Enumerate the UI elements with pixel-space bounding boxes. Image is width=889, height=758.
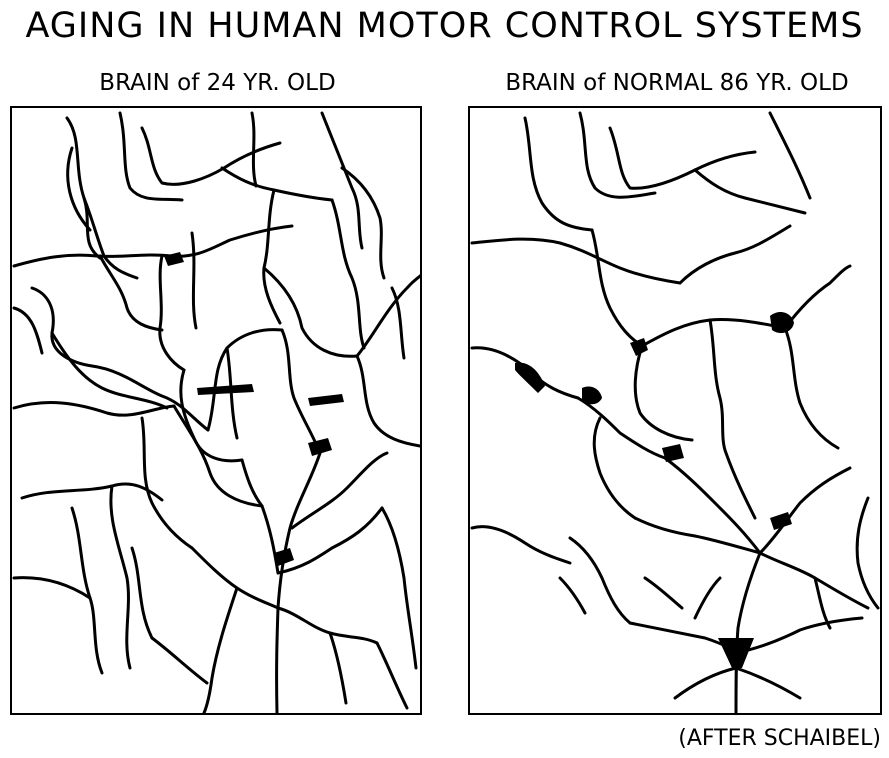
dendrite: [14, 578, 90, 598]
attribution-credit: (AFTER SCHAIBEL): [678, 726, 881, 751]
dendrite: [132, 548, 152, 638]
dendrite: [262, 506, 278, 573]
dendrite: [264, 190, 280, 323]
dendrite: [578, 398, 665, 458]
dendrite: [760, 468, 850, 553]
young-brain-panel: [10, 106, 422, 715]
dendrite: [192, 548, 278, 608]
dendrite: [770, 113, 810, 198]
dendrite: [645, 578, 682, 608]
soma: [582, 386, 602, 404]
dendrite: [277, 453, 320, 713]
dendrite: [264, 268, 357, 356]
soma: [770, 312, 794, 333]
dendrite: [14, 308, 42, 353]
dendrite: [736, 618, 862, 653]
dendrite: [635, 518, 760, 553]
dendrite: [204, 588, 237, 713]
dendrite: [282, 330, 320, 453]
young-brain-label: BRAIN of 24 YR. OLD: [10, 70, 425, 96]
old-brain-panel: [468, 106, 882, 715]
dendrite: [330, 633, 346, 703]
dendrite: [610, 128, 755, 188]
soma: [308, 394, 344, 406]
dendrite: [142, 418, 192, 548]
dendrite: [142, 128, 280, 184]
dendrite: [726, 453, 755, 518]
dendrite: [342, 168, 384, 278]
figure-title: AGING IN HUMAN MOTOR CONTROL SYSTEMS: [0, 6, 889, 46]
dendrite: [857, 498, 878, 608]
dendrite: [680, 226, 790, 283]
dendrite: [525, 118, 592, 230]
dendrite: [635, 346, 692, 440]
dendrite: [736, 668, 800, 698]
dendrite: [242, 460, 262, 506]
dendrite: [710, 320, 726, 453]
dendrite: [695, 170, 805, 213]
dendrite: [594, 418, 635, 518]
dendrite: [252, 113, 256, 186]
dendrite: [208, 330, 282, 430]
soma: [308, 438, 332, 456]
dendrite: [100, 256, 162, 330]
dendrite: [357, 276, 420, 356]
dendrite: [785, 266, 850, 328]
dendrite: [472, 527, 570, 563]
dendrite: [592, 230, 642, 346]
dendrite: [22, 484, 162, 500]
dendrite: [560, 578, 585, 613]
dendrite: [570, 538, 630, 623]
dendrite: [675, 668, 736, 698]
dendrite: [160, 256, 184, 370]
young-dendrite-drawing: [12, 108, 420, 713]
dendrite: [472, 239, 680, 283]
dendrite: [14, 226, 292, 266]
soma: [718, 638, 754, 668]
dendrite: [67, 118, 100, 258]
old-dendrite-drawing: [470, 108, 880, 713]
soma: [662, 444, 684, 462]
dendrite: [357, 356, 420, 446]
dendrite: [14, 403, 174, 416]
dendrite: [92, 366, 208, 430]
soma: [770, 512, 792, 530]
dendrite: [736, 553, 760, 713]
old-brain-label: BRAIN of NORMAL 86 YR. OLD: [467, 70, 887, 96]
soma: [197, 384, 254, 395]
soma: [515, 363, 545, 393]
dendrite: [377, 643, 407, 708]
dendrite: [111, 486, 130, 668]
dendrite: [84, 198, 137, 278]
dendrite: [32, 288, 92, 366]
dendrite: [695, 578, 720, 618]
dendrite: [785, 328, 838, 448]
dendrite: [152, 638, 207, 683]
dendrite: [382, 508, 416, 668]
dendrite: [278, 608, 377, 643]
dendrite: [760, 553, 868, 608]
dendrite: [192, 233, 196, 328]
dendrite: [222, 168, 332, 200]
